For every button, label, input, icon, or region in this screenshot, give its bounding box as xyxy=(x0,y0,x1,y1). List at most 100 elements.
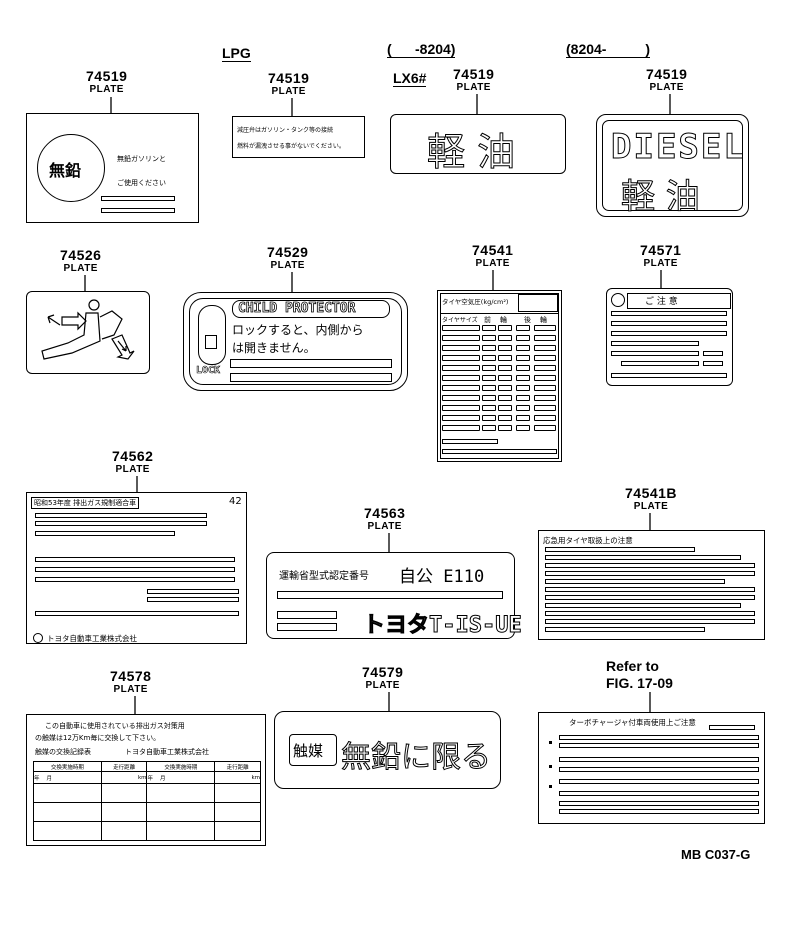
plate-seat-adjust xyxy=(26,291,150,374)
plate-type-approval: 運輸省型式認定番号 自公 E110 トヨタT-IS-UE xyxy=(266,552,522,639)
tire-cell xyxy=(516,385,530,391)
child-protector-banner: CHILD PROTECTOR xyxy=(238,301,356,317)
tire-cell xyxy=(482,395,496,401)
text-bar xyxy=(545,571,755,576)
tire-cell xyxy=(516,425,530,431)
lx6-label: LX6# xyxy=(393,70,427,87)
tire-cell xyxy=(482,375,496,381)
plate-lpg-warning: 減圧弁はガソリン・タンク等の接続 燃料が漏洩させる事がないでください。 xyxy=(232,116,365,158)
plate-spare-tire: 応急用タイヤ取扱上の注意 xyxy=(538,530,765,640)
tire-cell xyxy=(534,415,556,421)
tire-cell xyxy=(482,365,496,371)
tire-cell xyxy=(482,335,496,341)
text-bar xyxy=(545,555,741,560)
text-bar xyxy=(545,619,755,624)
diesel-jp-text-2: 軽 油 xyxy=(621,177,701,218)
engine-model-text: トヨタT-IS-UE xyxy=(363,613,523,639)
plate-diesel-jp: 軽 油 xyxy=(390,114,566,175)
tire-cell xyxy=(516,405,530,411)
tire-cell xyxy=(498,405,512,411)
tire-cell xyxy=(534,375,556,381)
tire-cell xyxy=(516,415,530,421)
tire-cell xyxy=(482,405,496,411)
seat-pictogram-icon xyxy=(41,299,135,360)
type-code: 自公 E110 xyxy=(399,567,485,587)
tire-cell xyxy=(498,425,512,431)
range-early-label: ( -8204) xyxy=(387,41,456,58)
text-bar xyxy=(545,603,741,608)
tire-cell xyxy=(482,415,496,421)
tire-cell xyxy=(534,325,556,331)
text-bar xyxy=(545,587,755,592)
tire-cell xyxy=(482,425,496,431)
tire-cell xyxy=(482,355,496,361)
tire-cell xyxy=(498,395,512,401)
diesel-text: DIESEL xyxy=(611,127,746,168)
plate-catalyst-unleaded: 触媒 無鉛に限る xyxy=(274,711,501,789)
diesel-jp-text: 軽 油 xyxy=(426,130,516,175)
tire-cell xyxy=(516,395,530,401)
tire-cell xyxy=(442,335,480,341)
plate-caution: ご 注 意 xyxy=(606,288,733,386)
plate-catalyst-record: この自動車に使用されている排出ガス対策用 の触媒は12万Km毎に交換して下さい。… xyxy=(26,714,266,846)
tire-cell xyxy=(482,325,496,331)
tire-cell xyxy=(498,345,512,351)
lock-knob-icon xyxy=(205,335,217,349)
tire-cell xyxy=(442,375,480,381)
catalyst-record-table: 交換実施時期 走行距離 交換実施時期 走行距離 年 月 km 年 月 km xyxy=(33,761,261,841)
tire-cell xyxy=(534,395,556,401)
text-bar xyxy=(545,595,755,600)
tire-cell xyxy=(498,335,512,341)
tire-cell xyxy=(534,405,556,411)
unleaded-circle-text: 無鉛 xyxy=(49,161,82,180)
tire-cell xyxy=(442,365,480,371)
tire-cell xyxy=(534,345,556,351)
tire-cell xyxy=(442,325,480,331)
tire-cell xyxy=(516,345,530,351)
tire-cell xyxy=(442,385,480,391)
plate-emission-cert: 昭和53年度 排出ガス規制適合車 42 トヨタ自動車工業株式会社 xyxy=(26,492,247,644)
text-bar xyxy=(545,547,695,552)
tire-cell xyxy=(534,355,556,361)
tire-cell xyxy=(516,365,530,371)
tire-cell xyxy=(498,325,512,331)
tire-cell xyxy=(534,365,556,371)
tire-cell xyxy=(534,385,556,391)
plate-diesel: DIESEL 軽 油 xyxy=(596,114,749,218)
tire-cell xyxy=(516,375,530,381)
range-late-label: (8204- ) xyxy=(566,41,651,58)
tire-cell xyxy=(498,415,512,421)
lpg-label: LPG xyxy=(222,45,251,62)
tire-cell xyxy=(516,355,530,361)
plate-turbo-caution: ターボチャージャ付車両使用上ご注意 xyxy=(538,712,765,824)
catalyst-unleaded-text: 無鉛に限る xyxy=(341,740,492,776)
text-bar xyxy=(545,627,705,632)
tire-cell xyxy=(498,375,512,381)
tire-cell xyxy=(442,395,480,401)
tire-cell xyxy=(534,335,556,341)
tire-cell xyxy=(534,425,556,431)
figure-code: MB C037-G xyxy=(681,847,751,862)
tire-cell xyxy=(442,355,480,361)
text-bar xyxy=(545,579,725,584)
tire-cell xyxy=(442,405,480,411)
tire-cell xyxy=(482,345,496,351)
tire-cell xyxy=(498,385,512,391)
tire-cell xyxy=(498,355,512,361)
tire-cell xyxy=(516,335,530,341)
tire-cell xyxy=(442,415,480,421)
